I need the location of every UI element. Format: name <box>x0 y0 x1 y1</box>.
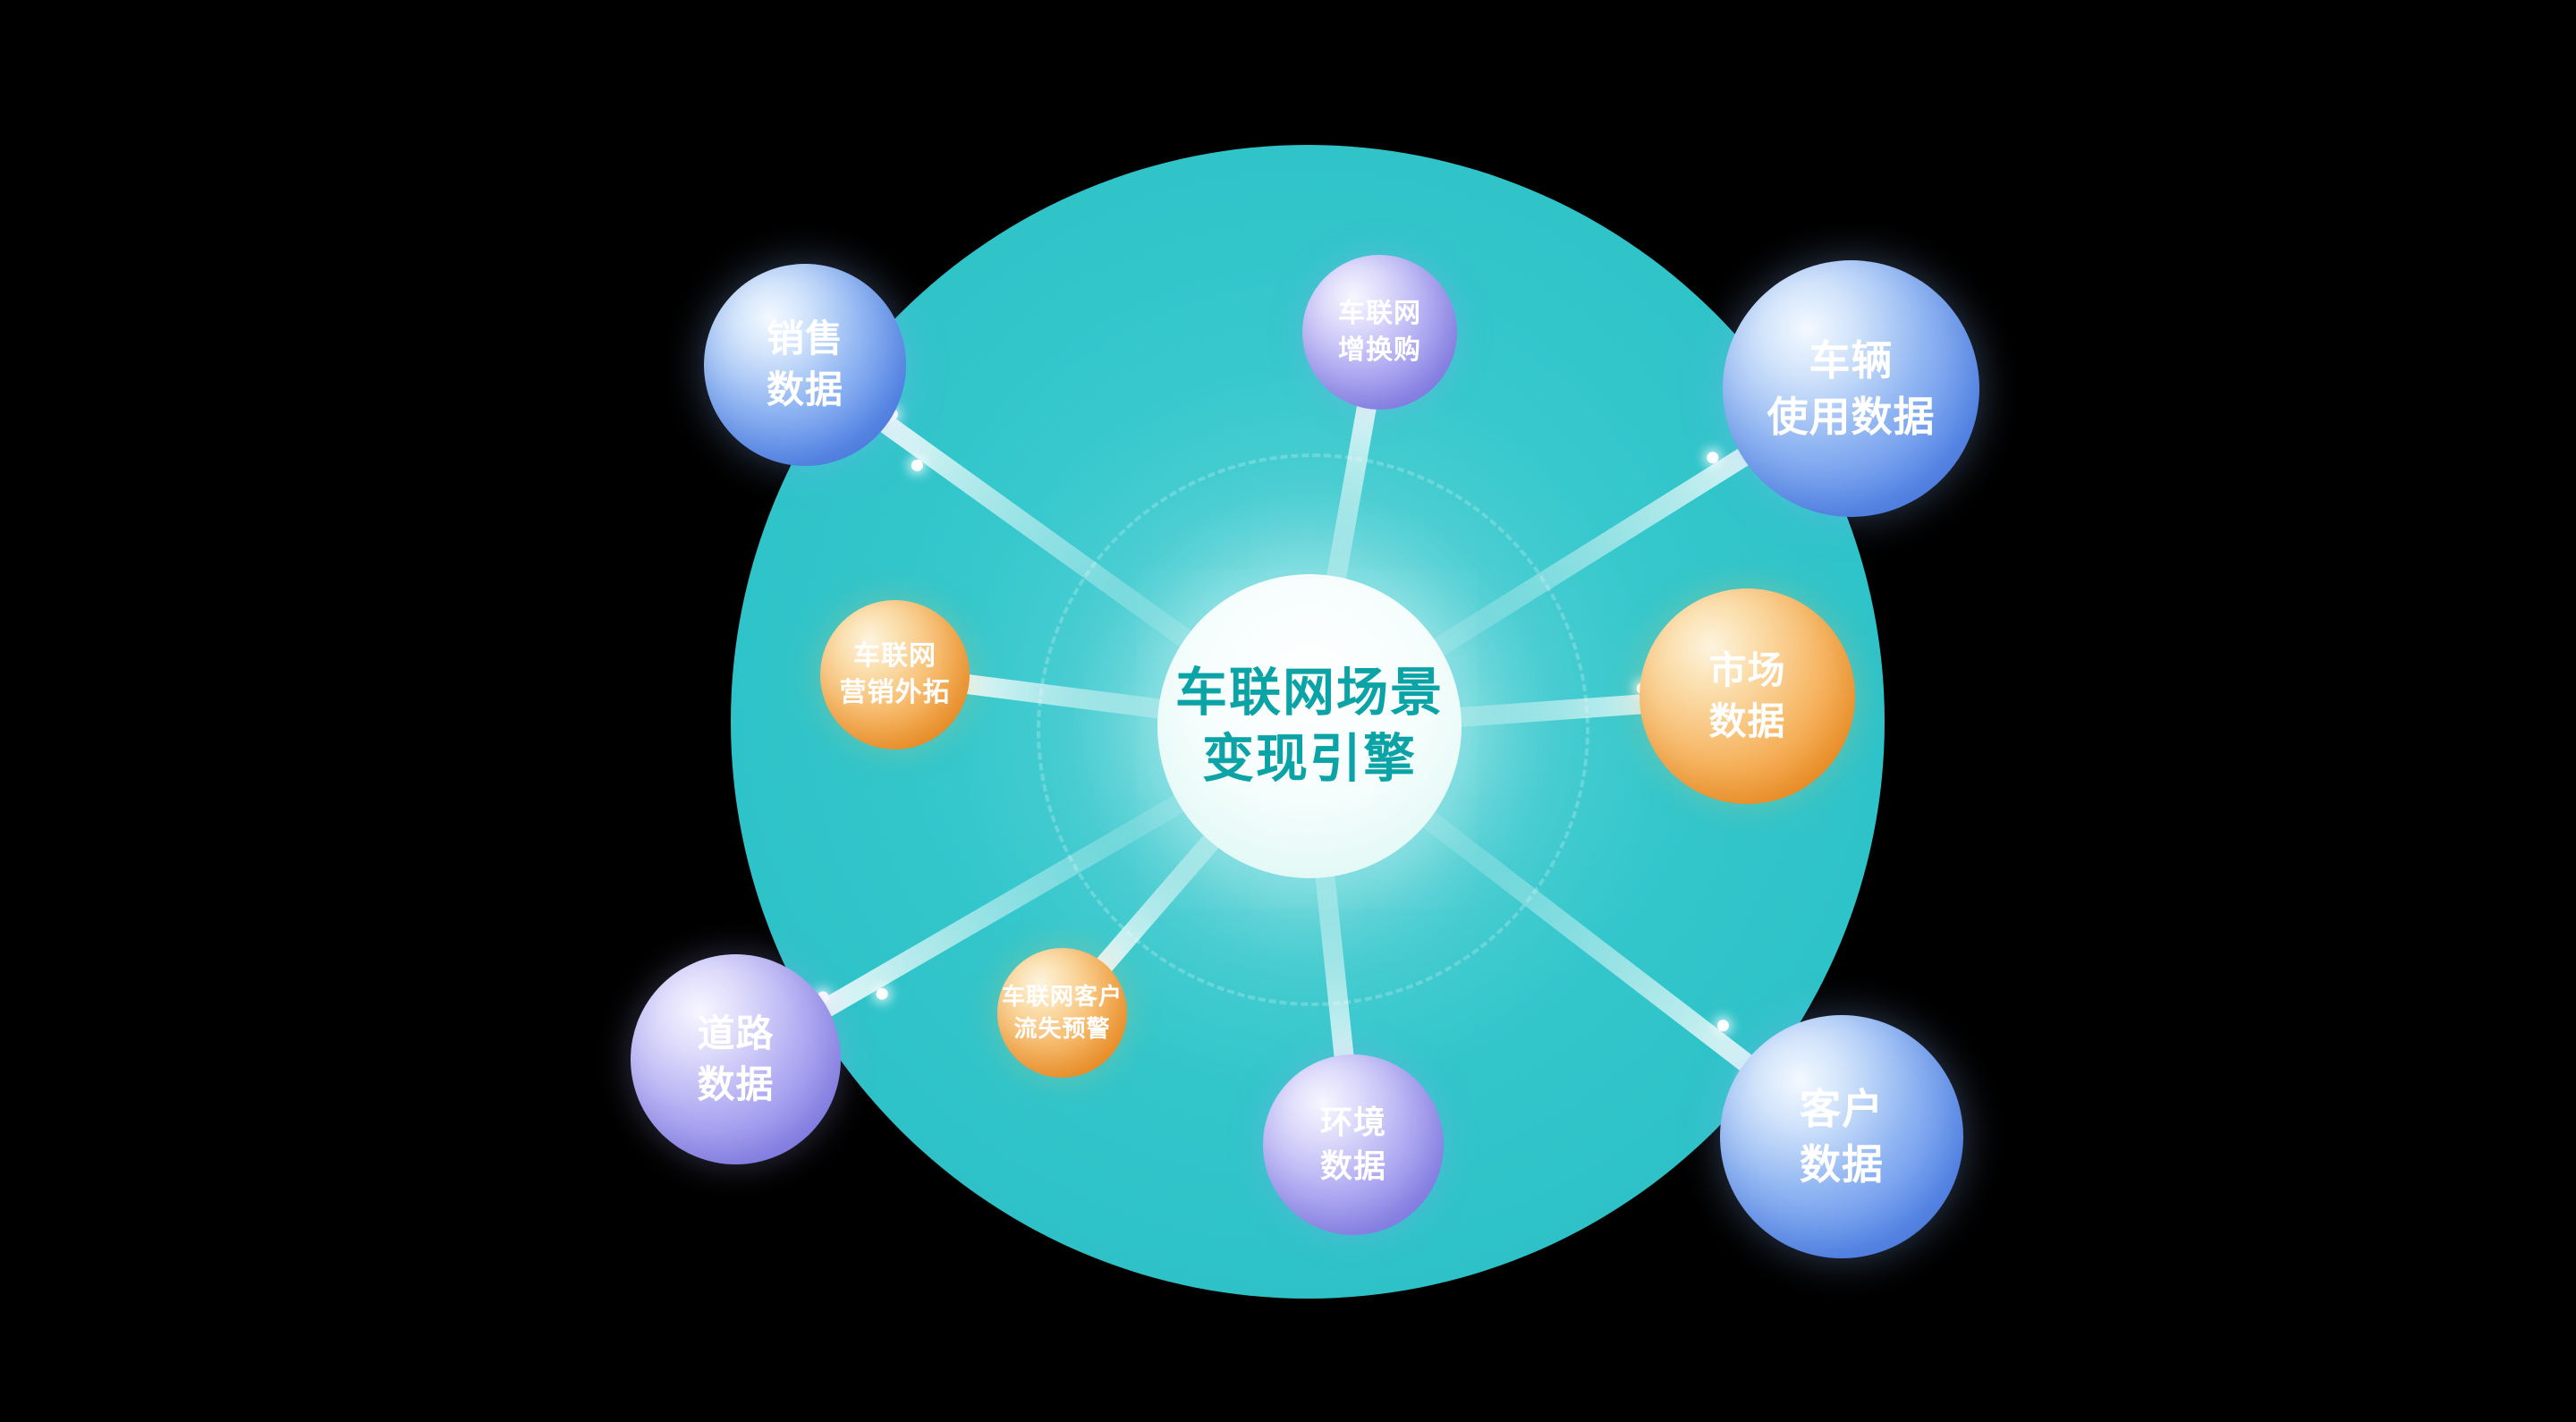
node-road-data: 道路 数据 <box>631 954 841 1164</box>
node-label-line: 销售 <box>766 317 843 360</box>
node-label-line: 流失预警 <box>1013 1014 1111 1042</box>
node-vehicle-usage-data: 车辆 使用数据 <box>1723 260 1979 517</box>
node-label-line: 使用数据 <box>1767 393 1936 440</box>
node-iov-customer-churn-warning: 车联网客户 流失预警 <box>997 948 1127 1078</box>
node-label-line: 客户 <box>1800 1085 1884 1132</box>
center-hub-bubble: 车联网场景 变现引擎 <box>1157 574 1462 878</box>
node-label-line: 道路 <box>697 1011 775 1054</box>
center-title-line2: 变现引擎 <box>1201 730 1417 788</box>
node-customer-data: 客户 数据 <box>1720 1015 1963 1258</box>
node-label-line: 数据 <box>1319 1147 1386 1184</box>
node-label-line: 营销外拓 <box>839 677 951 707</box>
node-iov-marketing-expansion: 车联网 营销外拓 <box>820 600 970 749</box>
node-label-line: 增换购 <box>1338 334 1421 365</box>
node-label-line: 车联网 <box>1338 299 1421 328</box>
node-label-line: 数据 <box>1800 1141 1884 1188</box>
hub-dashed-ring <box>1037 453 1589 1006</box>
node-sales-data: 销售 数据 <box>704 264 906 466</box>
node-label-line: 数据 <box>766 368 843 411</box>
node-label-line: 市场 <box>1708 648 1786 691</box>
node-label-line: 车联网客户 <box>1001 983 1123 1011</box>
node-label-line: 数据 <box>697 1062 775 1105</box>
node-market-data: 市场 数据 <box>1640 588 1855 804</box>
center-title-line1: 车联网场景 <box>1174 663 1444 722</box>
node-iov-trade-in: 车联网 增换购 <box>1302 255 1457 410</box>
node-label-line: 数据 <box>1708 699 1786 742</box>
node-label-line: 车辆 <box>1809 337 1894 385</box>
node-environment-data: 环境 数据 <box>1263 1054 1444 1235</box>
node-label-line: 车联网 <box>853 641 936 671</box>
node-label-line: 环境 <box>1319 1104 1386 1141</box>
